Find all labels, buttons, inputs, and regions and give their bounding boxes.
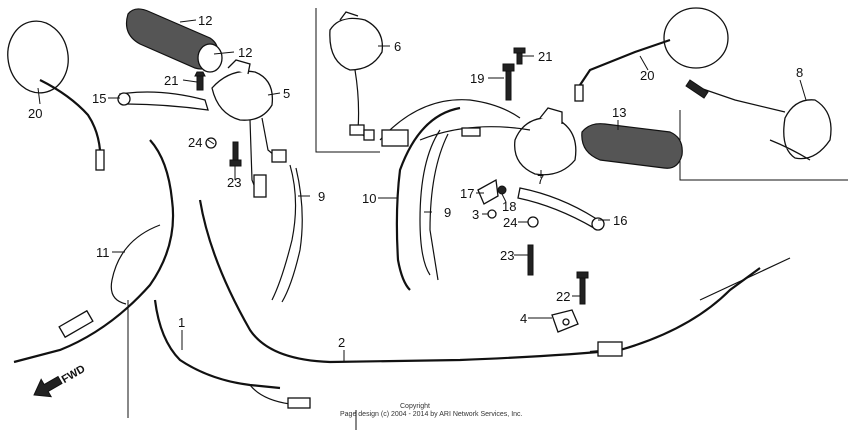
bolt-23-right — [527, 244, 534, 276]
throttle-cable-2 — [198, 199, 761, 364]
label-13: 12 — [198, 13, 212, 28]
right-grip — [581, 123, 683, 169]
label-24-right: 24 — [503, 215, 517, 230]
nut-3 — [487, 209, 497, 219]
left-switch-housing — [211, 59, 287, 198]
label-12: 12 — [238, 45, 252, 60]
label-19: 19 — [470, 71, 484, 86]
label-7: 7 — [537, 172, 544, 187]
right-mirror — [574, 7, 729, 102]
label-17: 17 — [460, 186, 474, 201]
bracket-17 — [477, 178, 499, 205]
frame-box-left-switch — [315, 8, 380, 153]
label-18: 18 — [502, 199, 516, 214]
label-16: 16 — [613, 213, 627, 228]
harness-10 — [395, 106, 461, 291]
right-lever — [517, 187, 605, 231]
nut-24-left — [205, 137, 217, 149]
label-3: 3 — [472, 207, 479, 222]
choke-cable-1 — [153, 299, 281, 390]
label-9-left: 9 — [318, 189, 325, 204]
label-4: 4 — [520, 311, 527, 326]
right-switch-8 — [685, 79, 832, 161]
leader-lines — [37, 19, 807, 430]
label-8: 8 — [796, 65, 803, 80]
harness-9-left-b — [281, 167, 303, 303]
label-22: 22 — [556, 289, 570, 304]
label-11: 11 — [96, 245, 110, 260]
label-23-left: 23 — [227, 175, 241, 190]
bolt-22 — [576, 271, 589, 305]
left-switch-6 — [329, 11, 384, 141]
left-lever — [117, 91, 209, 111]
clutch-cable-11 — [13, 139, 175, 364]
label-24-left: 24 — [188, 135, 202, 150]
connector-9-right — [461, 127, 481, 137]
right-switch-housing — [419, 107, 577, 176]
fwd-label: FWD — [60, 363, 88, 386]
label-14: 13 — [612, 105, 626, 120]
part-labels: 12 12 21 15 5 6 21 19 8 20 20 13 7 17 18… — [28, 13, 803, 350]
bolt-19 — [502, 63, 515, 101]
copyright-line1: Copyright — [400, 403, 430, 410]
adjuster-11 — [58, 309, 94, 339]
choke-end — [287, 397, 311, 409]
label-5: 5 — [283, 86, 290, 101]
label-21-right: 21 — [538, 49, 552, 64]
label-20-right: 20 — [640, 68, 654, 83]
bolt-23-left — [229, 141, 242, 167]
bolt-21-right — [513, 47, 526, 65]
label-23-right: 23 — [500, 248, 514, 263]
adjuster-2 — [597, 341, 623, 357]
harness-9-left — [271, 164, 297, 301]
label-21-left: 21 — [164, 73, 178, 88]
harness-9-right — [419, 129, 441, 276]
label-6: 6 — [394, 39, 401, 54]
fwd-arrow: FWD — [33, 363, 88, 398]
clamp-4 — [551, 309, 579, 333]
left-mirror — [7, 20, 105, 171]
bolt-21-left — [194, 71, 206, 91]
harness-loop — [379, 99, 521, 141]
nut-24-right — [527, 216, 539, 228]
label-2: 2 — [338, 335, 345, 350]
label-20-left: 20 — [28, 106, 42, 121]
label-15: 15 — [92, 91, 106, 106]
connector-10 — [381, 129, 409, 147]
copyright-line2: Page design (c) 2004 - 2014 by ARI Netwo… — [340, 411, 523, 418]
harness-9-right-b — [429, 133, 449, 281]
label-10: 10 — [362, 191, 376, 206]
bolt-18 — [497, 185, 507, 195]
label-1: 1 — [178, 315, 185, 330]
cable-end-rear — [699, 257, 791, 301]
choke-cable-1-b — [249, 384, 291, 405]
clutch-cable-11-b — [110, 224, 161, 305]
label-9-right: 9 — [444, 205, 451, 220]
left-grip — [125, 8, 223, 73]
